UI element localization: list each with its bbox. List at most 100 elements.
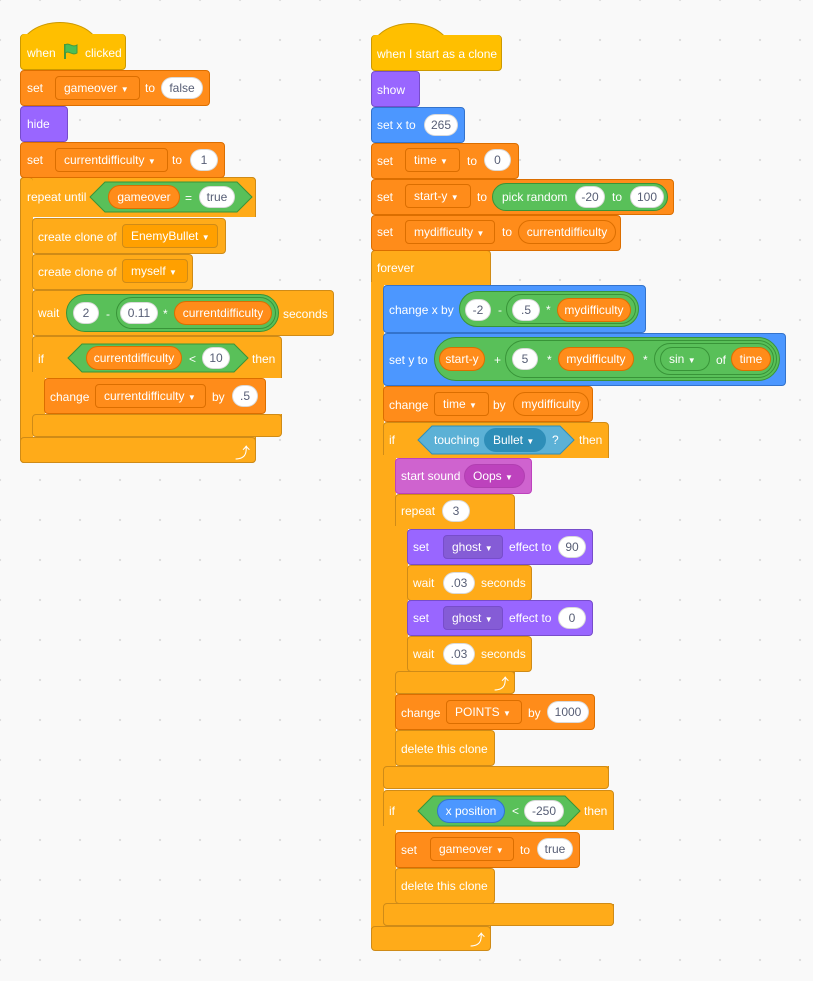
effect-dropdown[interactable]: ghost ▼ <box>443 535 503 559</box>
value-input[interactable]: .5 <box>232 385 258 407</box>
mydifficulty-reporter[interactable]: mydifficulty <box>513 392 589 416</box>
dropdown-value: myself <box>131 264 166 278</box>
show-block[interactable] <box>371 71 420 107</box>
delete-clone-label: delete this clone <box>401 879 488 893</box>
value-input[interactable]: 5 <box>512 348 538 370</box>
value-input[interactable]: false <box>161 77 203 99</box>
chevron-down-icon: ▼ <box>120 85 129 94</box>
variable-dropdown[interactable]: POINTS ▼ <box>446 700 522 724</box>
if-label: if <box>38 352 44 366</box>
touching-object-dropdown[interactable]: Bullet ▼ <box>484 428 546 452</box>
seconds-label: seconds <box>481 576 526 590</box>
value-input[interactable]: 90 <box>558 536 586 558</box>
value-input[interactable]: 10 <box>202 347 230 369</box>
value-input[interactable]: -250 <box>524 800 564 822</box>
less-than-label: < <box>512 804 520 818</box>
value-input[interactable]: 1 <box>190 149 218 171</box>
mydifficulty-reporter[interactable]: mydifficulty <box>557 298 631 322</box>
value-input[interactable]: 0 <box>558 607 586 629</box>
dropdown-value: time <box>443 397 466 411</box>
variable-dropdown[interactable]: gameover ▼ <box>430 837 514 861</box>
wait-label: wait <box>413 576 435 590</box>
delete-clone-block[interactable] <box>395 868 495 904</box>
loop-arrow-icon: ⤴ <box>235 445 251 462</box>
delete-clone-block[interactable] <box>395 730 495 766</box>
variable-dropdown[interactable]: gameover ▼ <box>55 76 140 100</box>
dropdown-value: ghost <box>452 611 482 625</box>
variable-dropdown[interactable]: currentdifficulty ▼ <box>55 148 168 172</box>
less-than-label: < <box>189 352 197 366</box>
of-label: of <box>716 353 727 367</box>
x-position-reporter[interactable]: x position <box>437 799 505 823</box>
value-input[interactable]: .03 <box>443 572 475 594</box>
value-input[interactable]: 0.11 <box>120 302 158 324</box>
currentdifficulty-reporter[interactable]: currentdifficulty <box>86 346 182 370</box>
value-input[interactable]: 2 <box>73 302 99 324</box>
clone-target-dropdown[interactable]: EnemyBullet ▼ <box>122 224 218 248</box>
chevron-down-icon: ▼ <box>201 233 210 242</box>
by-label: by <box>528 706 541 720</box>
dropdown-value: sin <box>669 352 685 366</box>
variable-dropdown[interactable]: start-y ▼ <box>405 184 471 208</box>
value-input[interactable]: true <box>537 838 573 860</box>
wait-label: wait <box>413 647 435 661</box>
set-label: set <box>413 540 430 554</box>
start-y-reporter[interactable]: start-y <box>439 347 485 371</box>
value-input[interactable]: 0 <box>484 149 511 171</box>
set-label: set <box>377 190 394 204</box>
variable-dropdown[interactable]: currentdifficulty ▼ <box>95 384 206 408</box>
change-label: change <box>401 706 441 720</box>
then-label: then <box>584 804 608 818</box>
value-input[interactable]: .5 <box>512 299 540 321</box>
to-label: to <box>520 843 531 857</box>
delete-clone-label: delete this clone <box>401 742 488 756</box>
forever-arm <box>371 282 384 928</box>
set-label: set <box>401 843 418 857</box>
repeat-arm <box>395 526 408 676</box>
chevron-down-icon: ▼ <box>187 393 196 402</box>
value-input[interactable]: .03 <box>443 643 475 665</box>
variable-dropdown[interactable]: time ▼ <box>434 392 489 416</box>
to-label: to <box>502 225 513 239</box>
dropdown-value: EnemyBullet <box>131 229 199 243</box>
hide-label: hide <box>27 117 50 131</box>
forever-label: forever <box>377 261 415 275</box>
dropdown-value: mydifficulty <box>414 225 474 239</box>
value-input[interactable]: 265 <box>424 114 458 136</box>
change-label: change <box>50 390 90 404</box>
change-label: change <box>389 398 429 412</box>
loop-arrow-icon: ⤴ <box>470 932 486 949</box>
value-input[interactable]: 3 <box>442 500 470 522</box>
show-label: show <box>377 83 406 97</box>
to-label: to <box>612 190 623 204</box>
value-input[interactable]: 1000 <box>547 701 589 723</box>
chevron-down-icon: ▼ <box>469 401 477 410</box>
gameover-reporter[interactable]: gameover <box>108 185 180 209</box>
math-function-dropdown[interactable]: sin ▼ <box>660 347 710 371</box>
sound-dropdown[interactable]: Oops ▼ <box>464 464 525 488</box>
minus-label: - <box>106 307 110 321</box>
to-label: to <box>145 81 156 95</box>
value-input[interactable]: 100 <box>630 186 664 208</box>
clone-target-dropdown[interactable]: myself ▼ <box>122 259 188 283</box>
value-input[interactable]: true <box>199 186 235 208</box>
hide-block[interactable] <box>20 106 68 142</box>
mydifficulty-reporter[interactable]: mydifficulty <box>558 347 634 371</box>
chevron-down-icon: ▼ <box>484 544 493 553</box>
variable-dropdown[interactable]: mydifficulty ▼ <box>405 220 495 244</box>
dropdown-value: currentdifficulty <box>104 389 185 403</box>
set-label: set <box>377 225 394 239</box>
currentdifficulty-reporter[interactable]: currentdifficulty <box>518 220 616 244</box>
set-label: set <box>27 153 44 167</box>
create-clone-label: create clone of <box>38 265 117 279</box>
value-input[interactable]: -2 <box>465 299 491 321</box>
value-input[interactable]: -20 <box>575 186 605 208</box>
dropdown-value: time <box>414 153 437 167</box>
times-label: * <box>546 303 551 317</box>
to-label: to <box>477 190 488 204</box>
effect-dropdown[interactable]: ghost ▼ <box>443 606 503 630</box>
chevron-down-icon: ▼ <box>147 157 156 166</box>
currentdifficulty-reporter[interactable]: currentdifficulty <box>174 301 272 325</box>
variable-dropdown[interactable]: time ▼ <box>405 148 460 172</box>
time-reporter[interactable]: time <box>731 347 771 371</box>
